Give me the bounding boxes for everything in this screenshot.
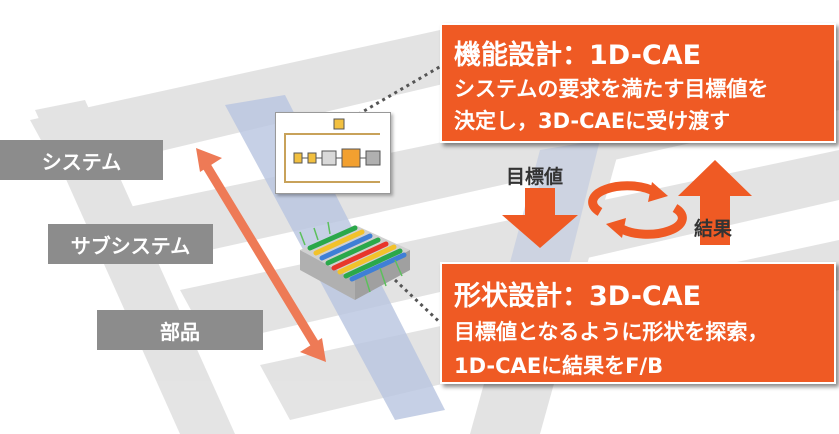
down-arrow [502, 188, 578, 248]
functional-design-line1: システムの要求を満たす目標値を [454, 77, 769, 101]
block-diagram-icon [284, 118, 381, 183]
shape-design-line1: 目標値となるように形状を探索， [454, 320, 769, 344]
connector-to-shape [393, 278, 450, 332]
functional-design-box: 機能設計：1D-CAE システムの要求を満たす目標値を 決定し，3D-CAEに受… [440, 23, 836, 143]
functional-design-line2: 決定し，3D-CAEに受け渡す [454, 109, 731, 133]
up-arrow [678, 160, 752, 245]
level-label-subsystem: サブシステム [48, 224, 213, 264]
cae-1d-model-thumbnail [275, 112, 391, 194]
functional-design-title: 機能設計：1D-CAE [454, 40, 702, 71]
level-label-subsystem-text: サブシステム [70, 233, 191, 258]
level-label-system-text: システム [41, 149, 122, 174]
shape-design-box: 形状設計：3D-CAE 目標値となるように形状を探索， 1D-CAEに結果をF/… [440, 262, 836, 384]
cae-3d-model-illustration [299, 221, 410, 300]
result-label: 結果 [694, 218, 733, 240]
band-vertical-left [35, 100, 235, 434]
hierarchy-double-arrow [196, 148, 326, 362]
shape-design-title: 形状設計：3D-CAE [454, 281, 702, 312]
level-label-system: システム [0, 140, 163, 180]
target-value-label: 目標値 [506, 166, 564, 188]
level-label-part-text: 部品 [160, 319, 200, 344]
shape-design-line2: 1D-CAEに結果をF/B [454, 354, 664, 378]
iteration-cycle-icon [588, 181, 687, 239]
level-label-part: 部品 [97, 310, 263, 350]
